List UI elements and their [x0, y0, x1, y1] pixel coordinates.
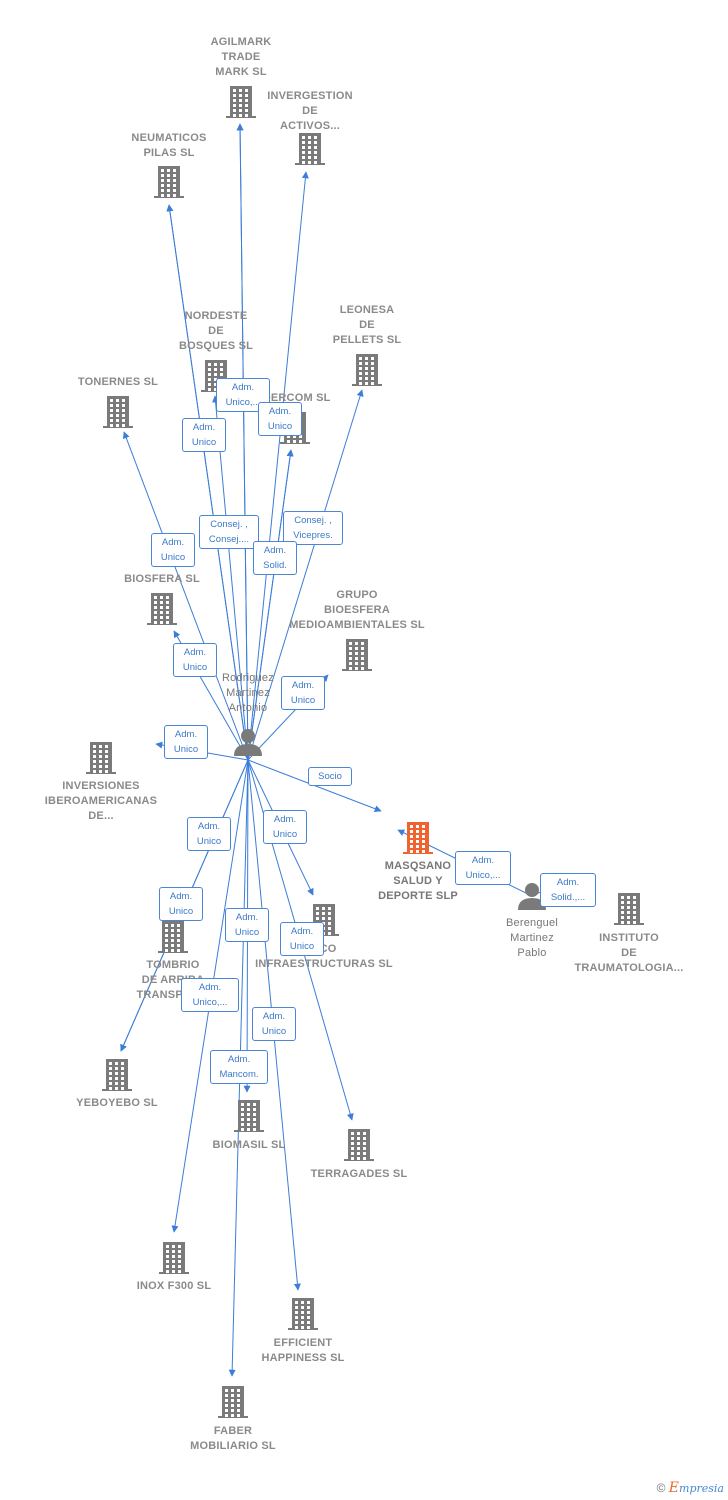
relation-label[interactable]: Adm. Unico — [280, 922, 324, 956]
node-label: TERRAGADES SL — [310, 1168, 408, 1180]
building-icon[interactable] — [226, 86, 256, 118]
node-idercom[interactable]: IDERCOM SL — [215, 391, 375, 406]
building-icon[interactable] — [159, 1242, 189, 1274]
node-label: RCO INFRAESTRUCTURAS SL — [255, 943, 393, 970]
relation-label[interactable]: Consej. , Consej.... — [199, 515, 259, 549]
node-biomasil[interactable]: BIOMASIL SL — [169, 1138, 329, 1153]
node-rodriguez[interactable]: Rodriguez Martinez Antonio — [168, 671, 328, 716]
node-leonesa[interactable]: LEONESA DE PELLETS SL — [287, 303, 447, 348]
relation-label[interactable]: Adm. Unico,... — [216, 378, 270, 412]
node-label: LEONESA DE PELLETS SL — [332, 304, 402, 346]
node-agilmark[interactable]: AGILMARK TRADE MARK SL — [161, 35, 321, 80]
building-icon[interactable] — [218, 1386, 248, 1418]
node-efficient[interactable]: EFFICIENT HAPPINESS SL — [223, 1336, 383, 1366]
building-icon[interactable] — [147, 593, 177, 625]
node-label: INSTITUTO DE TRAUMATOLOGIA... — [574, 932, 684, 974]
node-label: IDERCOM SL — [259, 392, 331, 404]
building-icon[interactable] — [342, 639, 372, 671]
relation-label[interactable]: Adm. Unico — [164, 725, 208, 759]
person-icon[interactable] — [234, 729, 262, 756]
node-faber[interactable]: FABER MOBILIARIO SL — [153, 1424, 313, 1454]
building-icon[interactable] — [295, 133, 325, 165]
edge-rodriguez-to-leonesa — [247, 389, 364, 761]
relation-label[interactable]: Adm. Unico — [173, 643, 217, 677]
node-inox[interactable]: INOX F300 SL — [94, 1279, 254, 1294]
building-icon[interactable] — [158, 921, 188, 953]
relation-label[interactable]: Adm. Unico — [225, 908, 269, 942]
node-label: NORDESTE DE BOSQUES SL — [178, 310, 254, 352]
node-label: GRUPO BIOESFERA MEDIOAMBIENTALES SL — [289, 589, 425, 631]
relation-label[interactable]: Adm. Mancom. — [210, 1050, 268, 1084]
relation-label[interactable]: Adm. Unico — [151, 533, 195, 567]
relation-label[interactable]: Adm. Unico,... — [181, 978, 239, 1012]
relation-label[interactable]: Adm. Unico — [263, 810, 307, 844]
node-label: AGILMARK TRADE MARK SL — [210, 36, 272, 78]
edge-rodriguez-to-nordeste — [212, 395, 249, 761]
node-label: EFFICIENT HAPPINESS SL — [261, 1337, 345, 1364]
edge-rodriguez-to-tonernes — [122, 431, 249, 761]
edge-rodriguez-to-idercom — [247, 449, 294, 761]
node-terragades[interactable]: TERRAGADES SL — [279, 1167, 439, 1182]
relation-label[interactable]: Adm. Unico — [187, 817, 231, 851]
building-icon[interactable] — [234, 1100, 264, 1132]
node-inversiones[interactable]: INVERSIONES IBEROAMERICANAS DE... — [21, 779, 181, 824]
node-berenguel[interactable]: Berenguel Martinez Pablo — [452, 916, 612, 961]
node-masqsano[interactable]: MASQSANO SALUD Y DEPORTE SLP — [338, 859, 498, 904]
edge-rodriguez-to-invergestion — [247, 171, 309, 761]
node-invergestion[interactable]: INVERGESTION DE ACTIVOS... — [230, 89, 390, 134]
edge-rodriguez-to-neumaticos — [166, 204, 249, 761]
node-instituto[interactable]: INSTITUTO DE TRAUMATOLOGIA... — [549, 931, 709, 976]
building-icon[interactable] — [102, 1059, 132, 1091]
node-yeboyebo[interactable]: YEBOYEBO SL — [37, 1096, 197, 1111]
node-label: BIOMASIL SL — [212, 1139, 286, 1151]
node-label: TONERNES SL — [77, 376, 159, 388]
building-icon[interactable] — [288, 1298, 318, 1330]
building-icon[interactable] — [154, 166, 184, 198]
building-icon[interactable] — [344, 1129, 374, 1161]
relation-label[interactable]: Socio — [308, 767, 352, 786]
node-neumaticos[interactable]: NEUMATICOS PILAS SL — [89, 131, 249, 161]
node-arco[interactable]: RCO INFRAESTRUCTURAS SL — [244, 942, 404, 972]
relation-label[interactable]: Adm. Unico — [252, 1007, 296, 1041]
building-icon[interactable] — [103, 396, 133, 428]
brand-watermark: © Empresia — [656, 1480, 724, 1496]
relation-label[interactable]: Adm. Unico — [182, 418, 226, 452]
building-icon[interactable] — [614, 893, 644, 925]
relation-label[interactable]: Adm. Solid.,... — [540, 873, 596, 907]
building-icon[interactable] — [403, 822, 433, 854]
relation-label[interactable]: Adm. Solid. — [253, 541, 297, 575]
node-label: INVERSIONES IBEROAMERICANAS DE... — [44, 780, 158, 822]
node-label: FABER MOBILIARIO SL — [190, 1425, 276, 1452]
building-icon[interactable] — [352, 354, 382, 386]
node-nordeste[interactable]: NORDESTE DE BOSQUES SL — [136, 309, 296, 354]
person-icon[interactable] — [518, 883, 546, 910]
relation-label[interactable]: Adm. Unico — [258, 402, 302, 436]
node-label: YEBOYEBO SL — [76, 1097, 158, 1109]
relation-label[interactable]: Consej. , Vicepres. — [283, 511, 343, 545]
node-grupo[interactable]: GRUPO BIOESFERA MEDIOAMBIENTALES SL — [277, 588, 437, 633]
node-label: INVERGESTION DE ACTIVOS... — [267, 90, 353, 132]
node-label: MASQSANO SALUD Y DEPORTE SLP — [378, 860, 458, 902]
node-label: Rodriguez Martinez Antonio — [222, 672, 274, 714]
relation-label[interactable]: Adm. Unico — [281, 676, 325, 710]
relation-label[interactable]: Adm. Unico,... — [455, 851, 511, 885]
node-label: INOX F300 SL — [136, 1280, 212, 1292]
node-label: Berenguel Martinez Pablo — [506, 917, 558, 959]
relation-label[interactable]: Adm. Unico — [159, 887, 203, 921]
building-icon[interactable] — [86, 742, 116, 774]
edge-rodriguez-to-agilmark — [236, 123, 249, 761]
node-tonernes[interactable]: TONERNES SL — [38, 375, 198, 390]
node-label: NEUMATICOS PILAS SL — [131, 132, 207, 159]
